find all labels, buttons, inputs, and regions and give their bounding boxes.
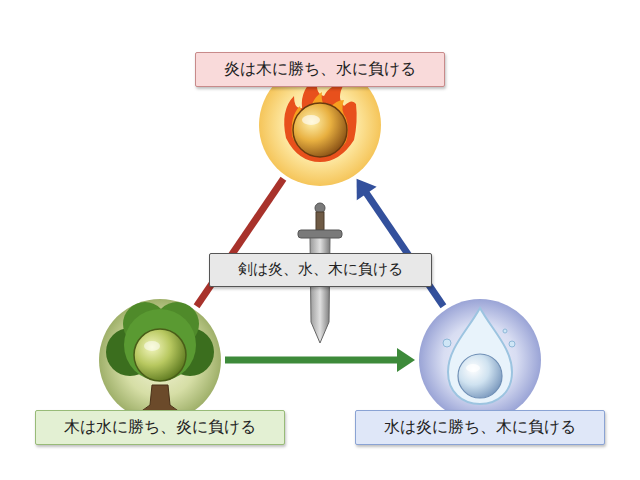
- tree-node: 木は水に勝ち、炎に負ける: [98, 298, 222, 422]
- sword-guard: [298, 230, 342, 238]
- orb-highlight: [144, 341, 160, 351]
- connector-line: [366, 192, 444, 306]
- tree-canopy: [155, 302, 199, 346]
- tree-canopy: [124, 309, 196, 381]
- connector: [357, 179, 444, 307]
- water-orb: [458, 354, 502, 398]
- tree-canopy: [166, 328, 214, 376]
- element-circle: [418, 298, 542, 422]
- caption-box: 炎は木に勝ち、水に負ける: [195, 52, 445, 87]
- label-text: 炎は木に勝ち、水に負ける: [224, 59, 416, 80]
- element-circle: [98, 298, 222, 422]
- connector: [197, 179, 284, 307]
- sword-blade: [310, 238, 330, 343]
- arrow-head: [357, 179, 377, 201]
- tree-canopy: [123, 302, 167, 346]
- sword-grip: [316, 212, 324, 230]
- orb-highlight: [466, 364, 480, 372]
- bubble: [443, 339, 451, 347]
- tree-canopy: [106, 328, 154, 376]
- sword-node: 剣は炎、水、木に負ける: [209, 253, 432, 287]
- bubble: [503, 329, 507, 333]
- flame: [284, 76, 356, 162]
- sword-pommel: [315, 203, 325, 213]
- label-text: 剣は炎、水、木に負ける: [238, 260, 403, 280]
- connector: [225, 348, 415, 372]
- flame-inner: [292, 92, 348, 156]
- water-node: 水は炎に勝ち、木に負ける: [418, 298, 542, 422]
- element-circle-shape: [419, 299, 541, 421]
- water-drop: [448, 308, 512, 404]
- tree-trunk: [134, 385, 186, 414]
- connector-line: [225, 357, 399, 364]
- orb-highlight: [302, 115, 320, 125]
- tree-orb: [134, 329, 186, 381]
- connector-line: [197, 179, 284, 307]
- fire-orb: [293, 103, 347, 157]
- caption-box: 水は炎に勝ち、木に負ける: [355, 410, 605, 445]
- label-text: 木は水に勝ち、炎に負ける: [64, 417, 256, 438]
- bubble: [509, 341, 515, 347]
- arrow-head: [397, 348, 415, 372]
- caption-box: 木は水に勝ち、炎に負ける: [35, 410, 285, 445]
- label-text: 水は炎に勝ち、木に負ける: [384, 417, 576, 438]
- element-circle-shape: [99, 299, 221, 421]
- fire-node: 炎は木に勝ち、水に負ける: [258, 63, 382, 187]
